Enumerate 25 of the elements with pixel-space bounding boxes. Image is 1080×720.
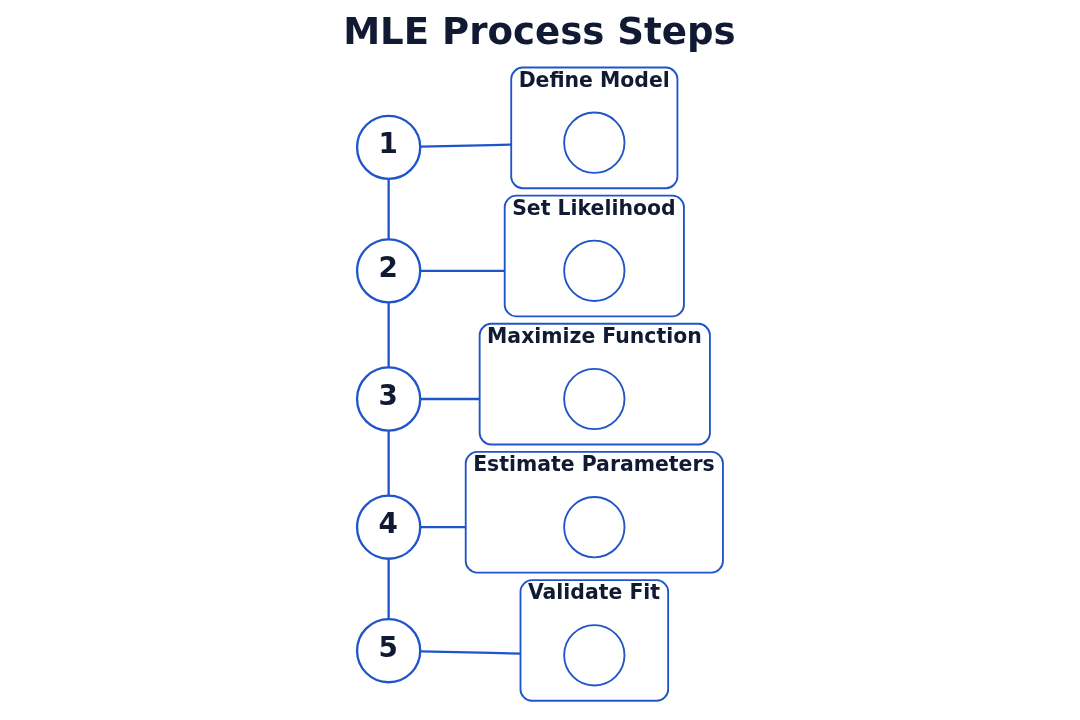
node-circle [563, 496, 626, 559]
node-circle [563, 239, 626, 302]
cluster: Validate Fit [519, 579, 670, 702]
cluster: Maximize Function [478, 322, 711, 446]
connector [387, 430, 390, 496]
cluster: Estimate Parameters [464, 451, 724, 574]
connector [387, 302, 390, 368]
node-circle [563, 367, 626, 431]
cluster: Set Likelihood [503, 194, 685, 318]
node-circle: 3 [355, 366, 422, 432]
connector [420, 269, 505, 273]
cluster: Define Model [510, 66, 679, 190]
connector [420, 526, 466, 529]
node-circle: 2 [355, 238, 422, 304]
node-circle [563, 624, 626, 687]
connector [387, 178, 390, 240]
connector [387, 558, 390, 620]
connector [420, 650, 521, 655]
node-circle: 4 [355, 494, 422, 560]
connector [420, 143, 512, 148]
node-circle [563, 111, 626, 174]
diagram-title: MLE Process Steps [343, 10, 736, 54]
node-circle: 5 [355, 617, 422, 684]
connector [420, 397, 480, 401]
node-circle: 1 [355, 114, 422, 181]
